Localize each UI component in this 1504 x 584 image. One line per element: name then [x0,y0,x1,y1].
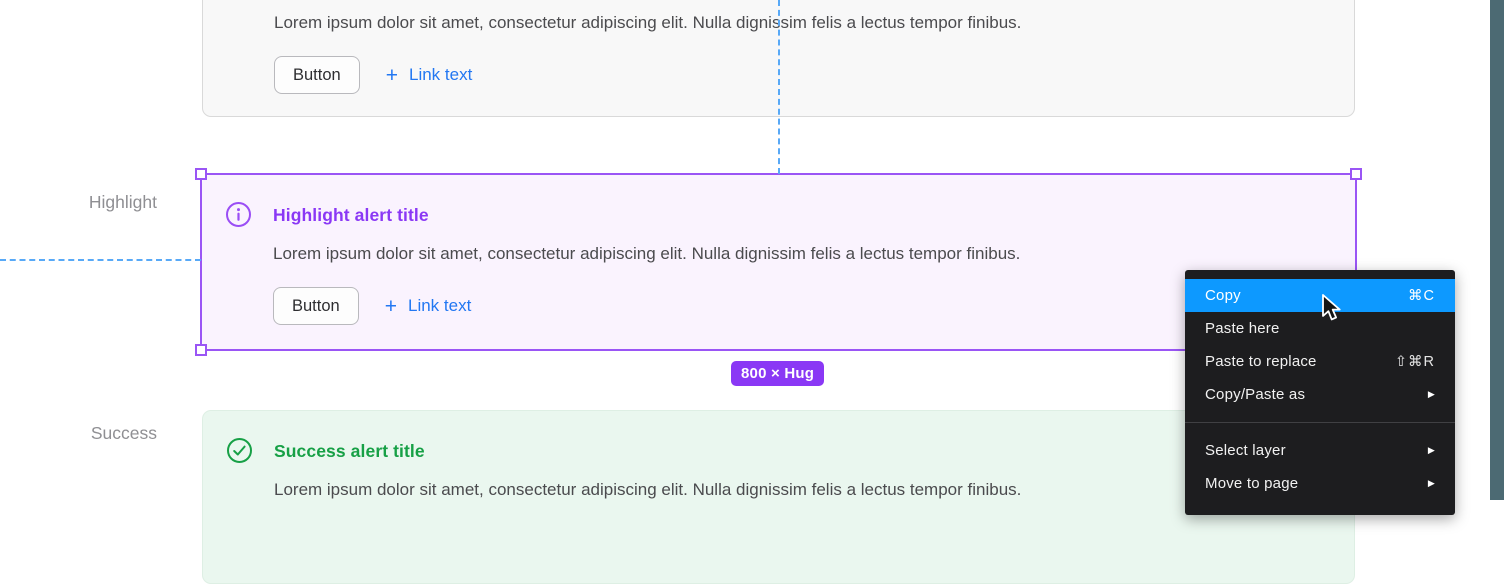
selection-handle-bottom-left[interactable] [195,344,207,356]
selection-size-badge: 800 × Hug [731,361,825,386]
alert-link-label: Link text [408,65,473,84]
alert-link[interactable]: + Link text [386,65,473,86]
variant-label-highlight: Highlight [88,192,157,212]
alert-title: Highlight alert title [273,205,429,225]
menu-item-label: Copy [1205,287,1241,304]
alignment-guide-vertical [778,0,780,174]
alert-button[interactable]: Button [274,56,360,94]
submenu-arrow-icon: ▶ [1427,478,1435,488]
menu-item-paste-here[interactable]: Paste here [1185,312,1455,345]
alert-actions: Button + Link text [274,56,473,94]
alert-body-text: Lorem ipsum dolor sit amet, consectetur … [274,480,1022,499]
menu-item-label: Move to page [1205,475,1299,492]
menu-item-label: Select layer [1205,442,1286,459]
variant-label-success: Success [90,423,157,443]
menu-item-copy[interactable]: Copy ⌘C [1185,279,1455,312]
alert-body-text: Lorem ipsum dolor sit amet, consectetur … [274,13,1022,32]
menu-item-label: Copy/Paste as [1205,386,1306,403]
menu-shortcut: ⌘C [1408,287,1435,304]
submenu-arrow-icon: ▶ [1427,389,1435,399]
menu-item-copy-paste-as[interactable]: Copy/Paste as ▶ [1185,378,1455,411]
plus-icon: + [385,63,398,87]
alert-link-label: Link text [407,296,472,315]
info-icon [225,201,252,228]
selection-handle-top-right[interactable] [1350,168,1362,180]
menu-item-label: Paste here [1205,320,1280,337]
submenu-arrow-icon: ▶ [1427,445,1435,455]
selection-handle-top-left[interactable] [195,168,207,180]
alert-body-text: Lorem ipsum dolor sit amet, consectetur … [273,244,1021,263]
check-circle-icon [226,437,253,464]
alert-actions: Button + Link text [273,287,472,325]
menu-shortcut: ⇧⌘R [1394,353,1435,370]
menu-item-paste-to-replace[interactable]: Paste to replace ⇧⌘R [1185,345,1455,378]
alert-title: Success alert title [274,441,425,461]
context-menu: Copy ⌘C Paste here Paste to replace ⇧⌘R … [1185,270,1455,515]
window-edge-rail [1490,0,1504,500]
plus-icon: + [384,294,397,318]
menu-item-move-to-page[interactable]: Move to page ▶ [1185,467,1455,500]
alert-button[interactable]: Button [273,287,359,325]
success-alert-card[interactable]: Success alert title Lorem ipsum dolor si… [202,410,1355,584]
highlight-alert-card[interactable]: Highlight alert title Lorem ipsum dolor … [202,175,1355,349]
menu-item-select-layer[interactable]: Select layer ▶ [1185,434,1455,467]
menu-divider [1185,422,1455,423]
alignment-guide-horizontal [0,259,201,261]
menu-item-label: Paste to replace [1205,353,1317,370]
alert-link[interactable]: + Link text [385,296,472,317]
